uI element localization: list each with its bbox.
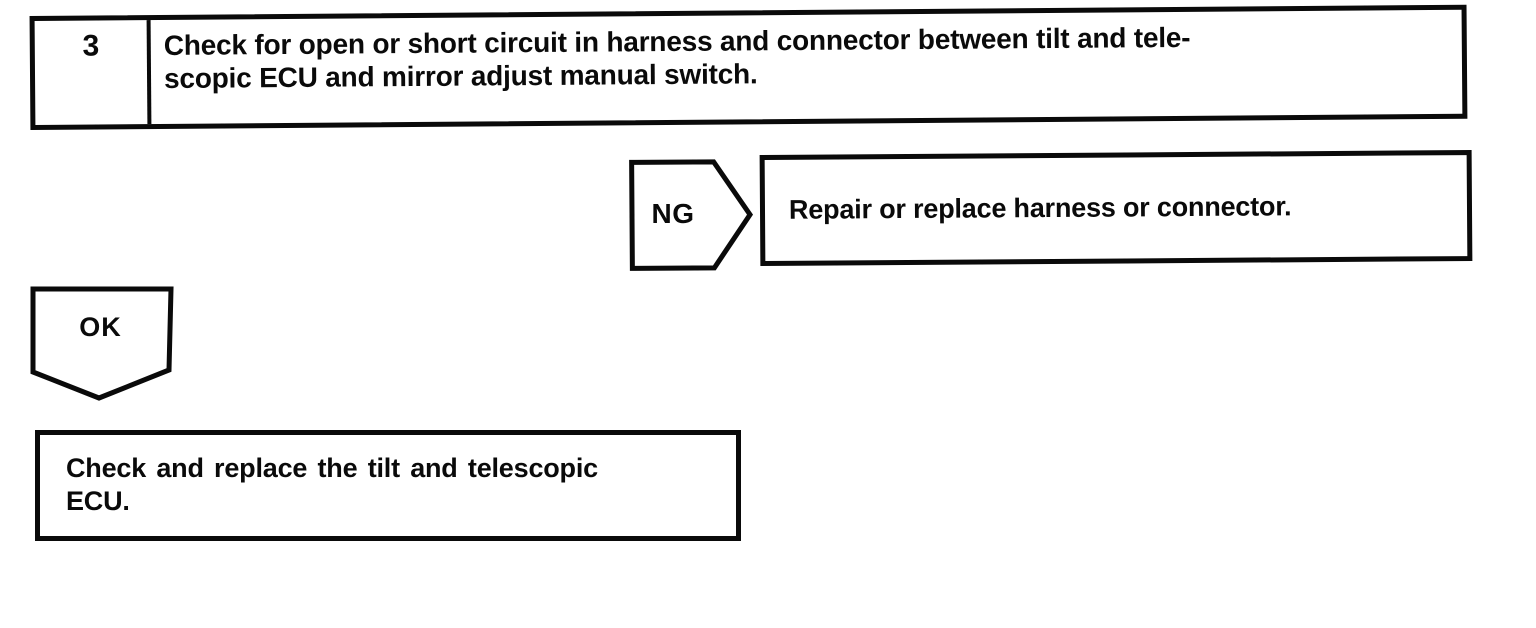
- ng-pentagon-outline: [629, 159, 754, 271]
- ng-result-text: Repair or replace harness or connector.: [788, 191, 1292, 225]
- ng-result-box: Repair or replace harness or connector.: [759, 150, 1473, 266]
- step-instruction-line-2: scopic ECU and mirror adjust manual swit…: [163, 58, 758, 94]
- ng-branch-label: NG: [651, 198, 695, 229]
- ok-branch-label: OK: [79, 311, 122, 342]
- ng-pentagon-icon: [629, 159, 754, 271]
- step-number: 3: [34, 20, 152, 125]
- step-instruction: Check for open or short circuit in harne…: [151, 10, 1463, 124]
- ok-result-line-1: Check and replace the tilt and telescopi…: [66, 453, 598, 483]
- ok-result-line-2: ECU.: [66, 486, 130, 516]
- ok-result-box: Check and replace the tilt and telescopi…: [35, 430, 741, 541]
- ok-pentagon-icon: [30, 286, 174, 401]
- ok-pentagon-outline: [30, 286, 174, 401]
- step-box: 3 Check for open or short circuit in har…: [29, 4, 1468, 130]
- step-instruction-line-1: Check for open or short circuit in harne…: [163, 21, 1191, 61]
